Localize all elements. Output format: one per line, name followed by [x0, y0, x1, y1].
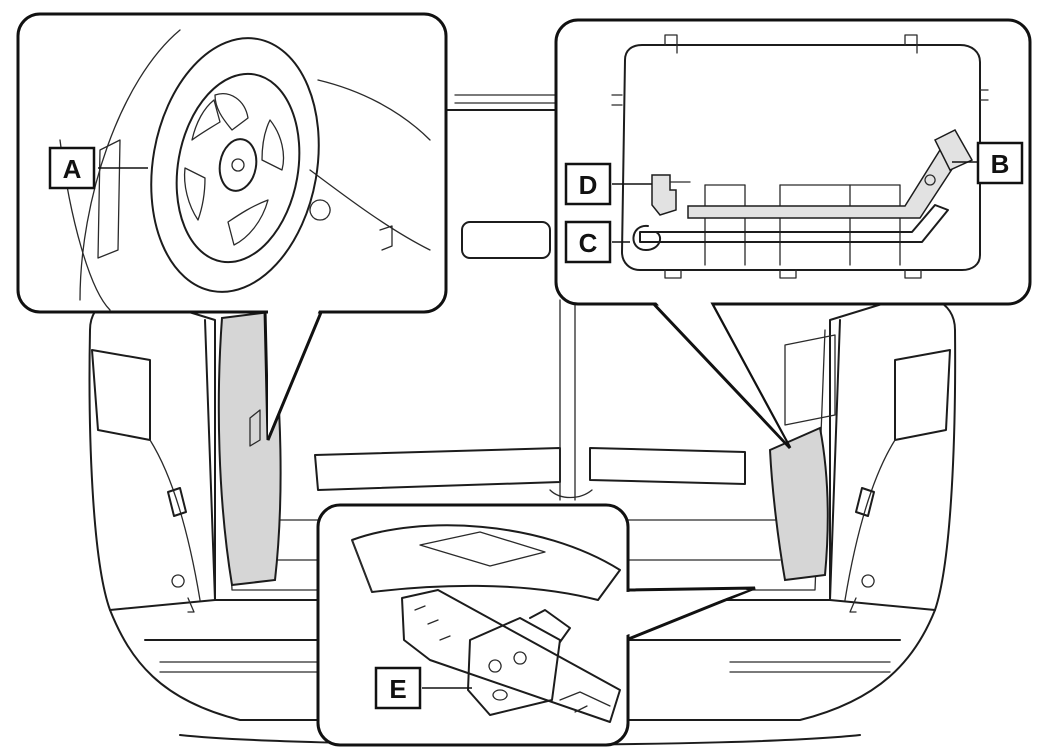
label-box-a	[48, 146, 96, 190]
label-a: A	[63, 154, 82, 184]
label-d: D	[579, 170, 598, 200]
label-c: C	[579, 228, 598, 258]
tool-kit-callout: B D C	[554, 18, 1032, 450]
label-e: E	[389, 674, 406, 704]
label-box-e	[374, 666, 422, 710]
label-box-d	[564, 162, 612, 206]
jack-callout: E	[316, 503, 756, 747]
label-b: B	[991, 149, 1010, 179]
label-box-b	[976, 141, 1024, 185]
spare-tire-callout: A	[16, 12, 448, 441]
label-box-c	[564, 220, 612, 264]
